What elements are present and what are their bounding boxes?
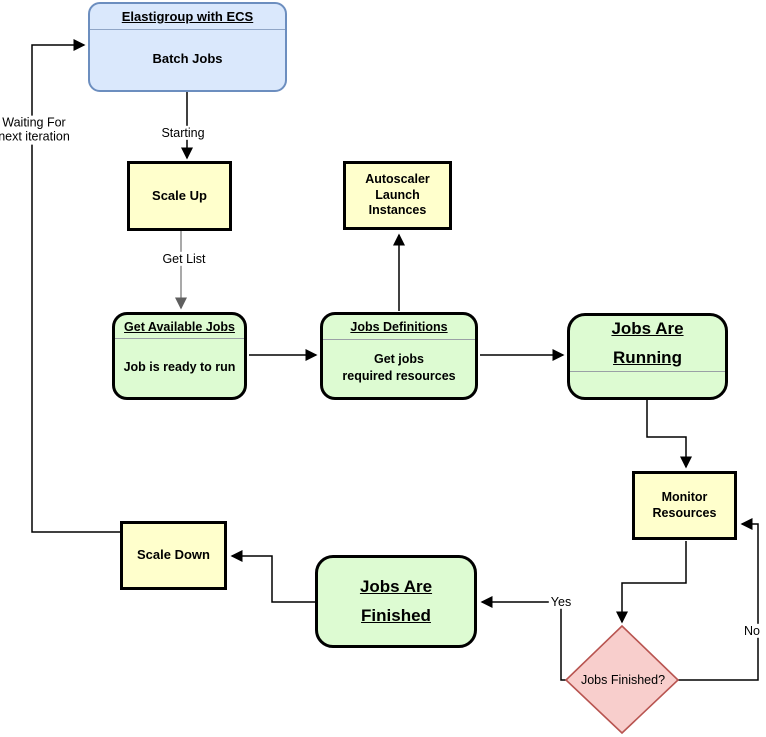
node-jobs-are-running: Jobs Are Running	[567, 313, 728, 400]
scale-up-label: Scale Up	[152, 187, 207, 203]
jobs-definitions-title: Jobs Definitions	[350, 320, 448, 334]
get-available-jobs-divider	[115, 338, 244, 339]
edge-label-waiting: Waiting For next iteration	[0, 115, 72, 145]
edge-label-get-list: Get List	[160, 251, 208, 267]
edge-label-yes: Yes	[548, 594, 574, 610]
jobs-definitions-body: Get jobs required resources	[342, 351, 456, 383]
jobs-are-running-divider	[570, 371, 725, 372]
jobs-are-finished-title: Jobs Are Finished	[359, 577, 433, 625]
edge-monitor-to-decision	[616, 541, 687, 624]
node-jobs-definitions: Jobs Definitions Get jobs required resou…	[320, 312, 478, 400]
node-jobs-are-finished: Jobs Are Finished	[315, 555, 477, 648]
node-get-available-jobs: Get Available Jobs Job is ready to run	[112, 312, 247, 400]
scale-down-label: Scale Down	[137, 547, 210, 563]
edge-label-starting: Starting	[159, 125, 207, 141]
monitor-resources-label: Monitor Resources	[652, 489, 717, 520]
elastigroup-title: Elastigroup with ECS	[121, 9, 254, 24]
node-scale-down: Scale Down	[120, 521, 227, 590]
node-scale-up: Scale Up	[127, 161, 232, 231]
node-monitor-resources: Monitor Resources	[632, 471, 737, 540]
get-available-jobs-title: Get Available Jobs	[124, 319, 235, 334]
elastigroup-body: Batch Jobs	[152, 51, 223, 67]
node-autoscaler-launch-instances: Autoscaler Launch Instances	[343, 161, 452, 230]
edge-yes	[480, 596, 566, 681]
edge-label-no: No	[742, 623, 762, 639]
jobs-definitions-divider	[323, 339, 475, 340]
edge-no	[678, 518, 759, 681]
decision-jobs-finished-label: Jobs Finished?	[580, 673, 666, 687]
node-elastigroup-batch-jobs: Elastigroup with ECS Batch Jobs	[88, 2, 287, 92]
edge-waiting-loop	[31, 39, 120, 533]
autoscaler-label: Autoscaler Launch Instances	[365, 172, 430, 218]
edge-running-to-monitor	[646, 400, 692, 469]
elastigroup-divider	[90, 29, 285, 30]
edge-finished-to-scaledown	[230, 550, 315, 603]
get-available-jobs-body: Job is ready to run	[123, 359, 236, 374]
decision-diamond-shape	[564, 624, 680, 735]
jobs-are-running-title: Jobs Are Running	[611, 319, 684, 367]
